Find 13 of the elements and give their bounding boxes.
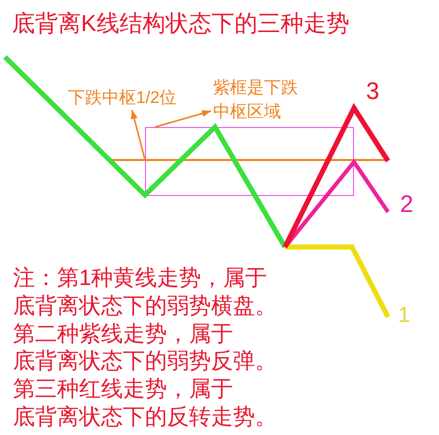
callout-number: 1 [398, 303, 410, 327]
leader-arrow [130, 110, 146, 160]
note-text: 第三种红线走势，属于底背离状态下的反转走势。 [13, 375, 278, 431]
callout-number: 2 [400, 193, 414, 217]
callout-number: 3 [366, 80, 380, 104]
callout-label: 紫框是下跌中枢区域 [213, 76, 303, 124]
note-text: 注：第1种黄线走势，属于底背离状态下的弱势横盘。 [13, 264, 278, 320]
note-text: 第二种紫线走势，属于底背离状态下的弱势反弹。 [13, 320, 278, 376]
zone-box [145, 127, 354, 196]
level-line [112, 159, 388, 161]
callout-label: 下跌中枢1/2位 [68, 87, 177, 109]
diagram-title: 底背离K线结构状态下的三种走势 [12, 9, 350, 37]
leader-arrow [154, 110, 212, 128]
